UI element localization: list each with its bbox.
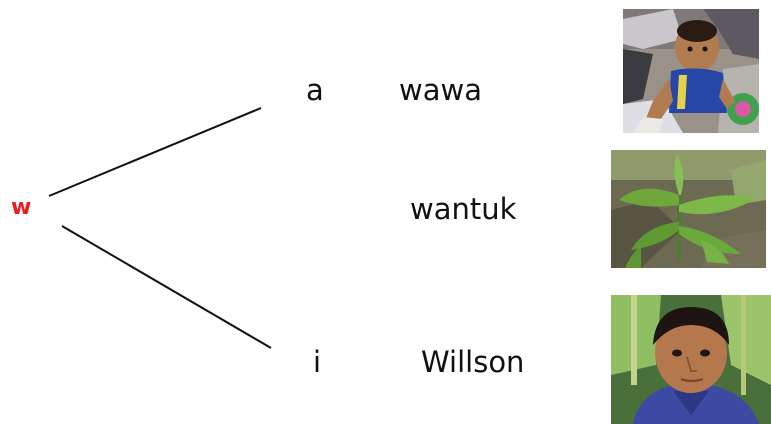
branch-line-lower — [61, 225, 272, 349]
baby-photo-icon — [623, 9, 759, 133]
root-letter: w — [11, 195, 32, 220]
vowel-a: a — [306, 73, 324, 107]
plant-photo-icon — [611, 150, 766, 268]
vowel-i: i — [313, 345, 322, 379]
word-wantuk: wantuk — [410, 192, 517, 226]
branch-line-upper — [48, 107, 262, 197]
word-willson: Willson — [421, 345, 525, 379]
boy-photo-icon — [611, 295, 771, 424]
word-wawa: wawa — [399, 73, 482, 107]
